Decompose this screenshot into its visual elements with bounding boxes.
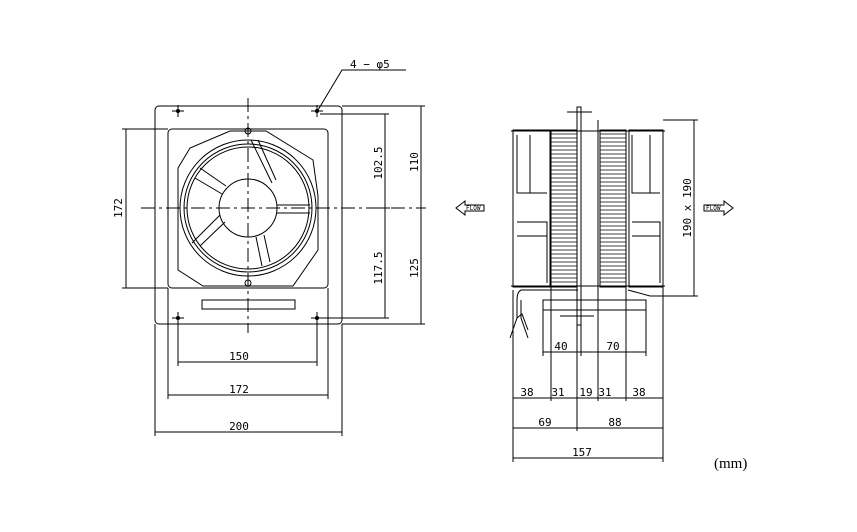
dim-102-5: 102.5 (372, 146, 385, 179)
hole-callout-leader (317, 69, 406, 111)
dim-110: 110 (408, 152, 421, 172)
dim-38-right: 38 (632, 386, 645, 399)
dim-line-plate-vertical (342, 105, 426, 325)
dim-150: 150 (229, 350, 249, 363)
dim-88: 88 (608, 416, 621, 429)
dim-line-150 (177, 318, 318, 366)
dim-200: 200 (229, 420, 249, 433)
dim-40: 40 (554, 340, 567, 353)
dim-line-40-70 (542, 300, 647, 356)
dim-31-left: 31 (551, 386, 564, 399)
dim-125: 125 (408, 258, 421, 278)
heatsink-fins (551, 133, 626, 283)
dim-line-200 (154, 324, 343, 436)
dim-31-right: 31 (598, 386, 611, 399)
dim-line-172-horizontal (167, 288, 329, 399)
hole-callout: 4 − φ5 (350, 58, 390, 71)
dim-157: 157 (572, 446, 592, 459)
flow-label-right: FLOW (706, 205, 721, 212)
right-heatsink (599, 129, 627, 288)
center-plate (576, 106, 582, 326)
dim-lines-bottom (512, 287, 664, 462)
unit-label: (mm) (714, 456, 747, 472)
right-fan-detail (631, 135, 661, 283)
fan-blades (191, 139, 310, 267)
left-fan-detail (516, 135, 548, 283)
left-heatsink (550, 129, 578, 288)
flow-arrow-left: FLOW (455, 199, 485, 217)
dim-19: 19 (579, 386, 592, 399)
fan-housing (177, 130, 319, 287)
right-fan (628, 129, 664, 288)
dim-line-190 (650, 119, 698, 297)
dim-line-172-vertical (122, 128, 168, 289)
fan-flanges (511, 130, 665, 287)
dim-70: 70 (606, 340, 619, 353)
plate-detail (560, 111, 599, 317)
dim-38-left: 38 (520, 386, 533, 399)
left-fan (512, 129, 551, 288)
flow-label-left: FLOW (466, 205, 481, 212)
flow-arrow-right: FLOW (703, 199, 734, 217)
lead-wires (509, 289, 578, 339)
front-view: 4 − φ5 172 102.5 117.5 110 125 150 172 2… (112, 58, 426, 436)
dim-190x190: 190 x 190 (681, 178, 694, 238)
dim-line-hole-vertical (320, 113, 390, 319)
side-view: 190 x 190 FLOW FLOW 40 70 38 31 19 31 38… (455, 106, 734, 462)
dim-172-horizontal: 172 (229, 383, 249, 396)
dim-69: 69 (538, 416, 551, 429)
dim-117-5: 117.5 (372, 251, 385, 284)
dim-172-vertical: 172 (112, 198, 125, 218)
